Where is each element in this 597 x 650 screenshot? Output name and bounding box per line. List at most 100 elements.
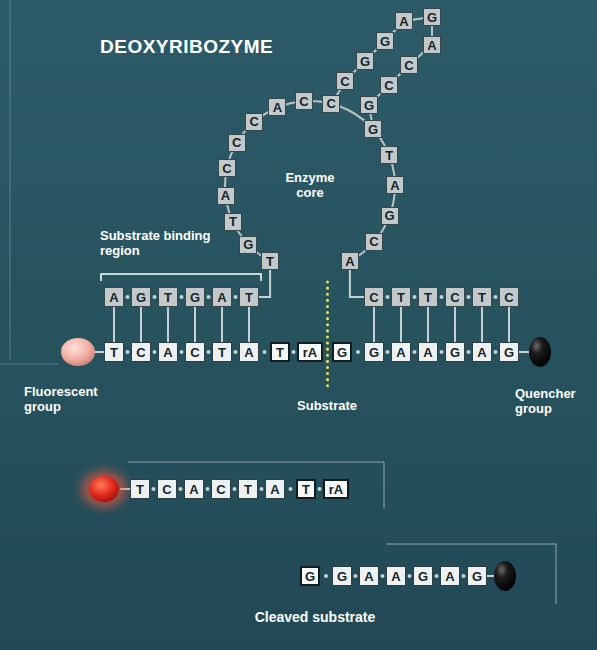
base-letter: rA — [329, 483, 343, 496]
base-letter: A — [345, 255, 354, 268]
base-letter: G — [364, 99, 374, 112]
base-letter: A — [477, 346, 486, 359]
fluorescent-group-symbol — [89, 476, 119, 502]
substrate-base: A — [472, 342, 492, 362]
base-letter: G — [380, 35, 390, 48]
base-letter: G — [472, 570, 482, 583]
base-letter: G — [360, 55, 370, 68]
fluorescent-group-symbol — [61, 338, 95, 366]
base-letter: A — [445, 570, 454, 583]
strand-end-line — [94, 352, 529, 576]
base-letter: G — [368, 123, 378, 136]
base-letter: A — [427, 39, 436, 52]
base-letter: C — [190, 346, 199, 359]
substrate-base: G — [499, 342, 519, 362]
base-letter: C — [369, 291, 378, 304]
base-letter: C — [369, 235, 378, 248]
part-label: Substrate — [287, 398, 367, 413]
base-letter: A — [390, 179, 399, 192]
enzyme-core-base: C — [295, 92, 313, 110]
base-pair-line — [194, 307, 196, 342]
region-label: Enzyme core — [270, 170, 350, 200]
base-pair-line — [221, 307, 223, 342]
base-letter: G — [305, 570, 315, 583]
binding-arm-base: T — [391, 287, 411, 307]
cleaved-fragment-base: C — [157, 479, 177, 499]
base-letter: A — [364, 570, 373, 583]
diagram-title: DEOXYRIBOZYME — [100, 36, 273, 58]
region-label: Substrate binding region — [100, 228, 218, 258]
enzyme-core-base: G — [364, 120, 382, 138]
base-letter: T — [110, 346, 118, 359]
base-letter: A — [399, 15, 408, 28]
quencher-group-symbol — [529, 337, 551, 367]
base-pair-line — [167, 307, 169, 342]
base-letter: T — [164, 291, 172, 304]
enzyme-core-base: T — [224, 213, 242, 231]
substrate-base: A — [239, 342, 259, 362]
base-letter: A — [189, 483, 198, 496]
backbone-dots — [126, 295, 498, 578]
backbone-connector — [350, 270, 364, 297]
enzyme-core-base: A — [268, 98, 286, 116]
enzyme-core-base: T — [380, 146, 398, 164]
base-letter: T — [385, 149, 393, 162]
hairpin-base: C — [336, 72, 354, 90]
base-letter: A — [217, 291, 226, 304]
base-letter: T — [478, 291, 486, 304]
base-letter: A — [396, 346, 405, 359]
base-letter: C — [299, 95, 308, 108]
cleaved-fragment-base: A — [265, 479, 285, 499]
base-pair-line — [508, 307, 510, 342]
backbone-connector — [259, 270, 270, 297]
substrate-base: A — [158, 342, 178, 362]
enzyme-core-base: T — [261, 252, 279, 270]
base-letter: G — [369, 346, 379, 359]
frame-line — [128, 462, 384, 508]
base-letter: A — [391, 570, 400, 583]
hairpin-base: C — [400, 56, 418, 74]
base-letter: C — [340, 75, 349, 88]
base-pair-line — [400, 307, 402, 342]
base-letter: rA — [303, 346, 317, 359]
binding-arm-base: A — [212, 287, 232, 307]
enzyme-core-base: A — [341, 252, 359, 270]
base-letter: G — [337, 570, 347, 583]
cleaved-fragment-base: A — [184, 479, 204, 499]
cleaved-fragment-base: T — [130, 479, 150, 499]
base-letter: A — [109, 291, 118, 304]
base-letter: C — [232, 136, 241, 149]
hairpin-base: G — [360, 96, 378, 114]
cleaved-fragment-base: A — [359, 566, 379, 586]
base-letter: C — [162, 483, 171, 496]
base-letter: C — [504, 291, 513, 304]
cleaved-fragment-base: G — [413, 566, 433, 586]
base-letter: C — [404, 59, 413, 72]
hairpin-base: C — [380, 76, 398, 94]
cleavage-site-line — [326, 282, 329, 391]
hairpin-base: G — [376, 32, 394, 50]
fluorescence-glow — [81, 470, 127, 508]
part-label: Quencher group — [515, 386, 593, 416]
base-letter: G — [418, 570, 428, 583]
cleaved-fragment-base: rA — [323, 479, 349, 499]
enzyme-core-base: C — [218, 159, 236, 177]
binding-arm-base: C — [499, 287, 519, 307]
base-letter: T — [397, 291, 405, 304]
substrate-base: G — [332, 342, 352, 362]
base-letter: C — [250, 115, 259, 128]
base-letter: A — [273, 101, 282, 114]
base-letter: T — [136, 483, 144, 496]
base-letter: G — [337, 346, 347, 359]
base-letter: C — [136, 346, 145, 359]
cleaved-fragment-base: A — [440, 566, 460, 586]
cleaved-fragment-base: T — [238, 479, 258, 499]
base-letter: T — [302, 483, 310, 496]
substrate-base: C — [185, 342, 205, 362]
enzyme-core-base: G — [381, 207, 399, 225]
hairpin-base: A — [395, 12, 413, 30]
substrate-base: rA — [297, 342, 323, 362]
part-label: Fluorescent group — [24, 384, 119, 414]
base-letter: T — [218, 346, 226, 359]
enzyme-core-base: A — [217, 187, 235, 205]
